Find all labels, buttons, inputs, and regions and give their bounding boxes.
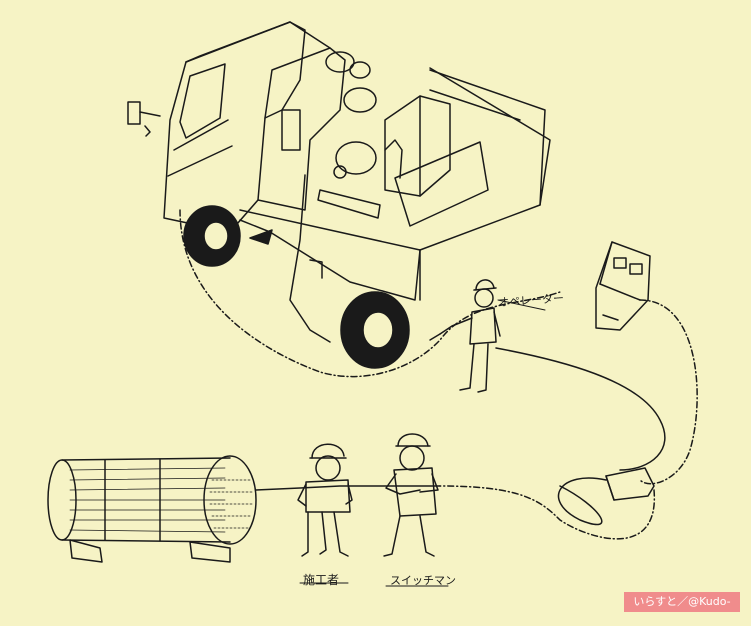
cab-window (179, 63, 226, 139)
side-mirror (127, 101, 141, 125)
equipment-housing (257, 47, 346, 211)
drum-stand (69, 539, 103, 563)
generator-cable (639, 299, 698, 485)
loop-cable (557, 477, 607, 526)
portable-generator (595, 241, 651, 331)
welding-box (605, 467, 655, 501)
ground-cable (495, 347, 666, 471)
operator-figure (429, 279, 501, 393)
worker-figure (297, 443, 353, 557)
gas-tank (325, 51, 355, 73)
worker-label: 施工者 (303, 573, 340, 587)
bed-generator (384, 95, 451, 197)
pipe-drum (47, 455, 257, 563)
truck-cab (163, 21, 306, 233)
switchman-figure (383, 433, 439, 557)
truck (127, 21, 551, 369)
welding-cable (255, 485, 441, 491)
credit-badge: いらすと／@Kudo- (624, 592, 740, 612)
drum-face (203, 455, 257, 545)
return-cable-dashed (439, 485, 655, 540)
reel-drum (343, 87, 377, 113)
switchman-label: スイッチマン (390, 574, 456, 587)
